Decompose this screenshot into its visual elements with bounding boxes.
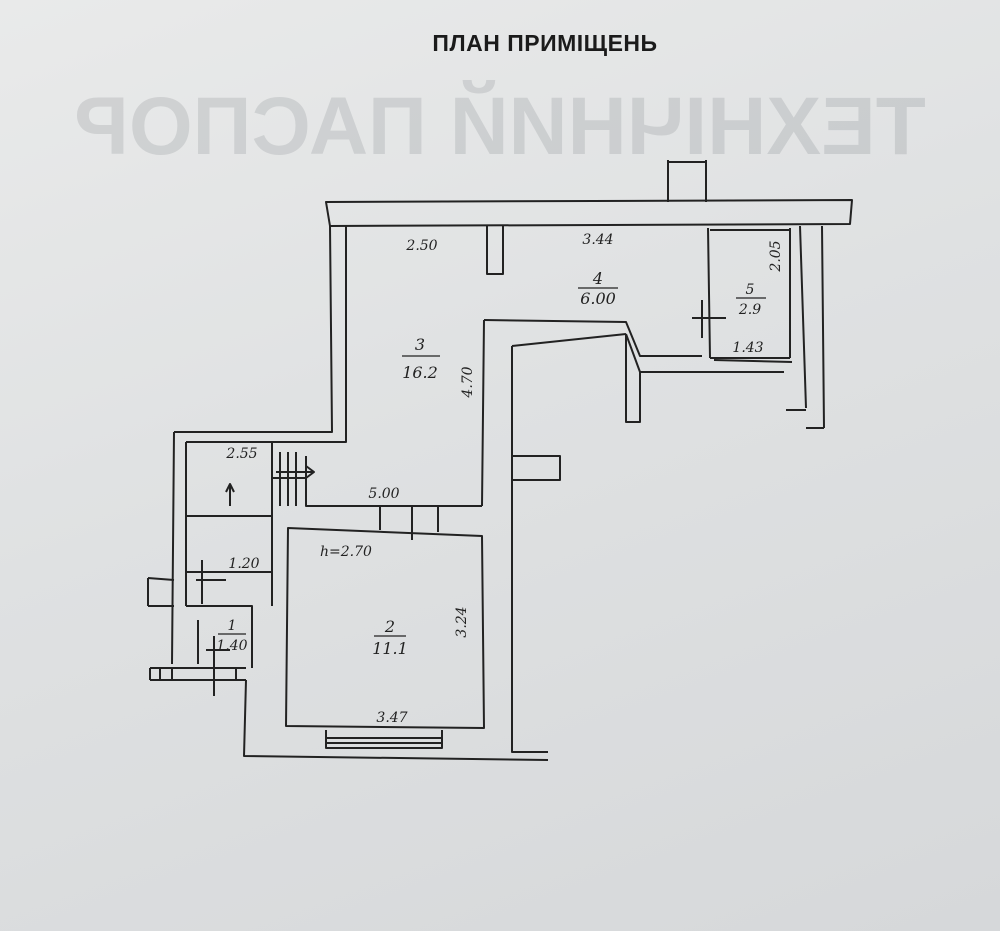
room2-window	[325, 730, 443, 749]
entry-threshold	[149, 667, 246, 681]
dim-hall-vertical: 4.70	[460, 366, 476, 398]
room5-door	[692, 300, 726, 338]
stair-up-arrow	[225, 483, 235, 506]
room2-area: 11.1	[372, 639, 408, 658]
corridor-niche	[512, 455, 561, 481]
left-outer-wall	[147, 431, 175, 665]
dim-room2-right: 3.24	[454, 606, 470, 637]
stair-block	[185, 442, 482, 606]
room3-number: 3	[415, 335, 425, 354]
dim-right-vertical: 2.05	[768, 240, 784, 272]
room2-outer	[243, 572, 549, 761]
room3-area: 16.2	[402, 363, 438, 382]
room1-walls	[186, 605, 253, 668]
dim-top-left: 2.50	[405, 238, 437, 254]
right-wall	[786, 225, 825, 429]
stair-door	[196, 560, 226, 604]
room1-number: 1	[228, 618, 237, 634]
dim-stair-top: 2.55	[225, 446, 257, 462]
page-title: ПЛАН ПРИМІЩЕНЬ	[432, 30, 658, 56]
top-wall	[325, 199, 853, 227]
dim-ceiling-height: h=2.70	[320, 544, 372, 560]
stair-arrow	[276, 465, 315, 479]
dim-room2-bottom: 3.47	[376, 710, 407, 726]
room4-number: 4	[592, 269, 603, 288]
room5-number: 5	[746, 282, 755, 298]
room2-door	[379, 506, 439, 540]
room4-area: 6.00	[580, 289, 616, 308]
dim-stair-bottom: 1.20	[228, 556, 259, 572]
left-upper-wall	[174, 225, 347, 443]
room5-area: 2.9	[738, 302, 761, 318]
chimney	[667, 160, 707, 202]
room2-walls	[285, 527, 485, 729]
wall-pilaster	[486, 226, 504, 275]
room1-area: 1.40	[216, 638, 247, 654]
room2-number: 2	[384, 617, 395, 636]
corridor-walls	[481, 319, 627, 753]
room4-walls	[483, 319, 784, 423]
room5-walls	[707, 227, 793, 363]
dim-top-middle: 3.44	[582, 232, 613, 248]
stair-steps	[279, 452, 297, 506]
dim-room5-bottom: 1.43	[732, 340, 763, 356]
dim-hall-bottom: 5.00	[368, 486, 399, 502]
room1-door	[206, 636, 230, 696]
